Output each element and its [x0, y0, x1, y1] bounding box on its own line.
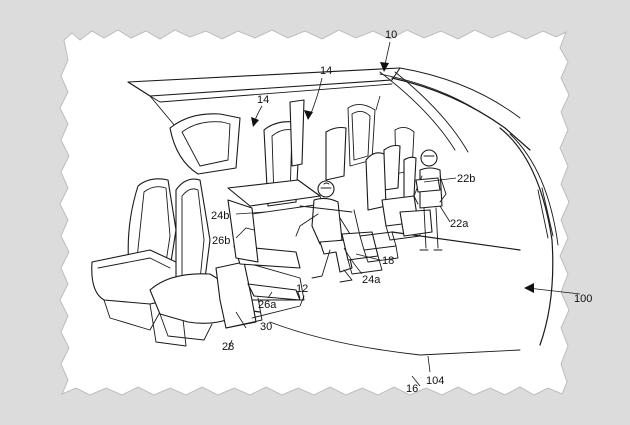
- ref-label-22a: 22a: [450, 218, 469, 230]
- ref-label-10: 10: [385, 29, 397, 41]
- ref-label-26b: 26b: [212, 235, 230, 247]
- ref-label-14-left: 14: [257, 94, 269, 106]
- ref-label-28: 28: [222, 341, 234, 353]
- ref-label-24b: 24b: [211, 210, 229, 222]
- ref-label-30: 30: [260, 321, 272, 333]
- ref-label-26a: 26a: [258, 299, 277, 311]
- ref-label-16: 16: [406, 383, 418, 395]
- ref-label-100: 100: [574, 293, 592, 305]
- ref-label-12: 12: [296, 283, 308, 295]
- ref-label-18: 18: [382, 255, 394, 267]
- ref-label-104: 104: [426, 375, 444, 387]
- ref-label-22b: 22b: [457, 173, 475, 185]
- ref-label-14-center: 14: [320, 65, 332, 77]
- ref-label-24a: 24a: [362, 274, 381, 286]
